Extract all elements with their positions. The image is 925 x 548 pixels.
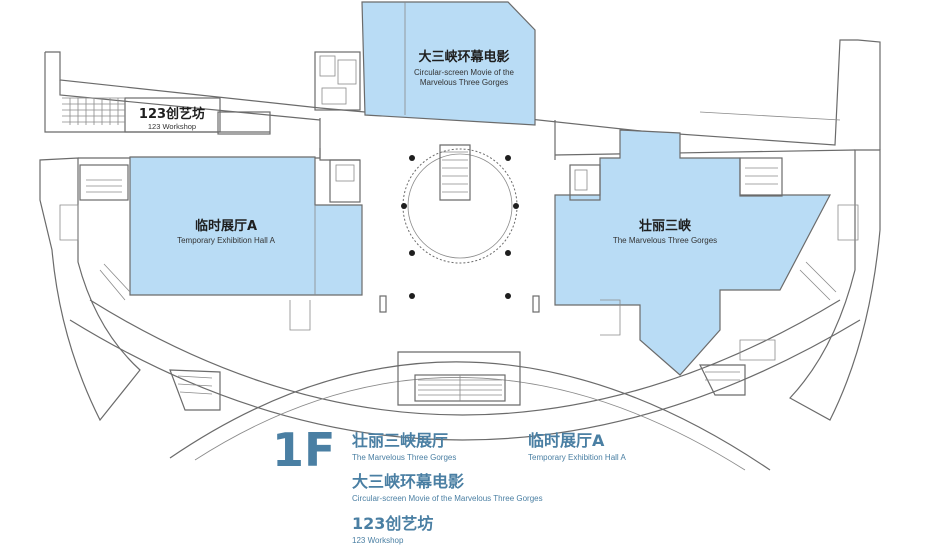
left-wing-rooms <box>59 159 361 411</box>
legend-item-1-en: The Marvelous Three Gorges <box>352 453 456 462</box>
legend-item-2-en: Temporary Exhibition Hall A <box>528 453 626 462</box>
workshop-label-zh: 123创艺坊 <box>139 106 205 122</box>
legend-item-3-zh: 大三峡环幕电影 <box>352 472 464 491</box>
floor-indicator: 1F <box>272 423 335 477</box>
legend-item-1-zh: 壮丽三峡展厅 <box>352 431 448 450</box>
right-wing-rooms <box>569 157 859 396</box>
forecourt-arc <box>89 299 841 416</box>
service-blocks-top <box>217 51 361 135</box>
central-rotunda <box>379 144 540 313</box>
cinema-label-en1: Circular-screen Movie of the <box>414 68 515 77</box>
hall-a-room[interactable] <box>129 156 363 296</box>
legend-item-2-zh: 临时展厅A <box>528 431 605 450</box>
hall-a-label-en: Temporary Exhibition Hall A <box>177 236 275 245</box>
cinema-room[interactable] <box>361 1 536 126</box>
cinema-label-en2: Marvelous Three Gorges <box>420 78 508 87</box>
workshop-stairs <box>62 97 125 125</box>
hall-a-label-zh: 临时展厅A <box>195 218 257 234</box>
gorges-room[interactable] <box>554 129 831 376</box>
workshop-room[interactable] <box>124 97 221 133</box>
legend-item-4-zh: 123创艺坊 <box>352 514 433 533</box>
workshop-label-en: 123 Workshop <box>148 122 196 131</box>
entrance-stairs <box>397 351 521 406</box>
legend-item-4-en: 123 Workshop <box>352 536 404 545</box>
legend-item-3-en: Circular-screen Movie of the Marvelous T… <box>352 494 543 503</box>
gorges-label-en: The Marvelous Three Gorges <box>613 236 717 245</box>
gorges-label-zh: 壮丽三峡 <box>639 218 692 234</box>
cinema-label-zh: 大三峡环幕电影 <box>418 49 509 65</box>
